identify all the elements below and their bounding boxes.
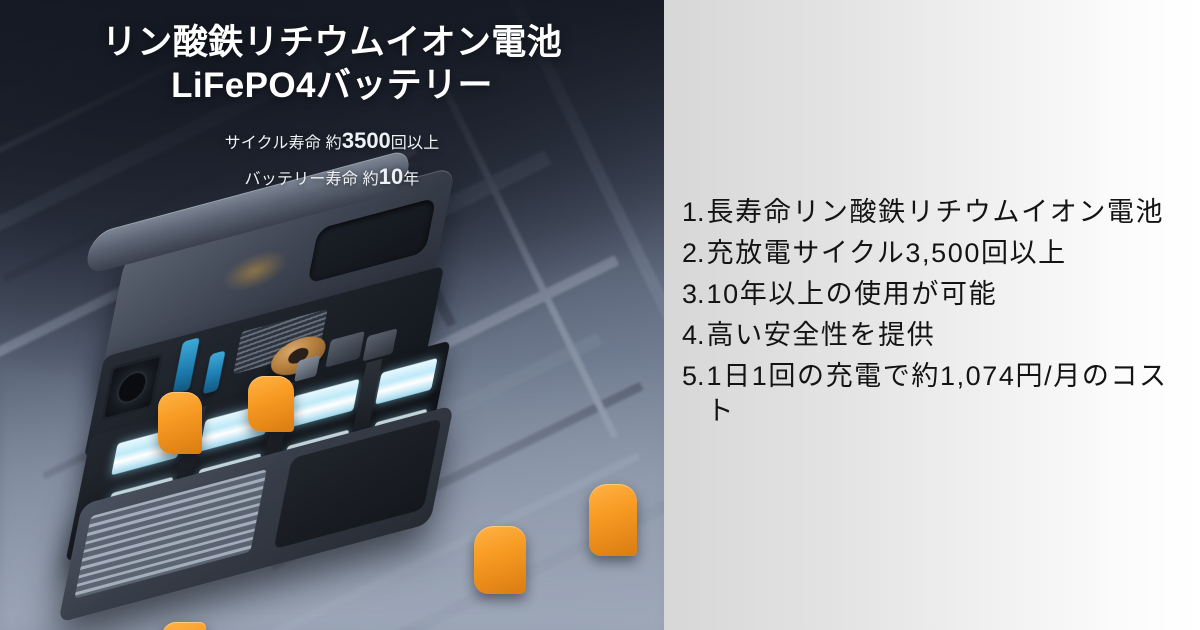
- mosfet-block-part: [325, 330, 365, 368]
- corner-bumper-part: [162, 622, 206, 630]
- list-item: 4. 高い安全性を提供: [682, 318, 1186, 353]
- product-exploded-view: [58, 147, 637, 630]
- list-item-label: 高い安全性を提供: [706, 320, 936, 350]
- corner-bumper-part: [248, 376, 294, 432]
- subtitle-battery-value: 10: [378, 164, 404, 189]
- corner-bumper-part: [474, 526, 526, 594]
- list-item-number: 3.: [682, 278, 705, 309]
- hero-headline: リン酸鉄リチウムイオン電池 LiFePO4バッテリー サイクル寿命 約3500回…: [0, 22, 664, 195]
- wireless-charging-icon: [219, 244, 291, 298]
- product-hero-panel: リン酸鉄リチウムイオン電池 LiFePO4バッテリー サイクル寿命 約3500回…: [0, 0, 664, 630]
- cooling-fan-icon: [100, 352, 164, 422]
- subtitle-cycle-life: サイクル寿命 約3500回以上: [0, 123, 664, 159]
- list-item-number: 4.: [682, 320, 705, 350]
- title-line-1: リン酸鉄リチウムイオン電池: [101, 23, 563, 62]
- subtitle-battery-suffix: 年: [403, 171, 420, 188]
- subtitle-battery-prefix: バッテリー寿命 約: [244, 171, 379, 188]
- feature-list: 1. 長寿命リン酸鉄リチウムイオン電池 2. 充放電サイクル3,500回以上 3…: [664, 195, 1200, 436]
- title-line-2: LiFePO4バッテリー: [171, 65, 493, 105]
- subtitle-battery-life: バッテリー寿命 約10年: [0, 159, 664, 195]
- capacitor-part: [172, 337, 200, 395]
- capacitor-part: [202, 350, 226, 395]
- list-item-label: 10年以上の使用が可能: [706, 278, 998, 309]
- subtitle-cycle-suffix: 回以上: [390, 135, 440, 153]
- subtitle-cycle-prefix: サイクル寿命 約: [224, 135, 342, 153]
- list-item-label: 長寿命リン酸鉄リチウムイオン電池: [706, 196, 1165, 227]
- list-item-label: 1日1回の充電で約1,074円/月のコスト: [706, 361, 1168, 427]
- list-item: 3. 10年以上の使用が可能: [682, 277, 1186, 312]
- subtitle-cycle-value: 3500: [341, 128, 391, 154]
- list-item-label: 充放電サイクル3,500回以上: [706, 237, 1067, 268]
- list-item-number: 5.: [682, 361, 705, 392]
- list-item: 2. 充放電サイクル3,500回以上: [682, 236, 1186, 271]
- list-item: 5. 1日1回の充電で約1,074円/月のコスト: [682, 359, 1186, 429]
- feature-list-panel: 1. 長寿命リン酸鉄リチウムイオン電池 2. 充放電サイクル3,500回以上 3…: [664, 0, 1200, 630]
- corner-bumper-part: [158, 392, 202, 454]
- hero-subtitles: サイクル寿命 約3500回以上 バッテリー寿命 約10年: [0, 123, 664, 194]
- list-item-number: 2.: [682, 237, 705, 268]
- corner-bumper-part: [589, 484, 637, 556]
- list-item: 1. 長寿命リン酸鉄リチウムイオン電池: [682, 195, 1186, 230]
- list-item-number: 1.: [682, 196, 705, 227]
